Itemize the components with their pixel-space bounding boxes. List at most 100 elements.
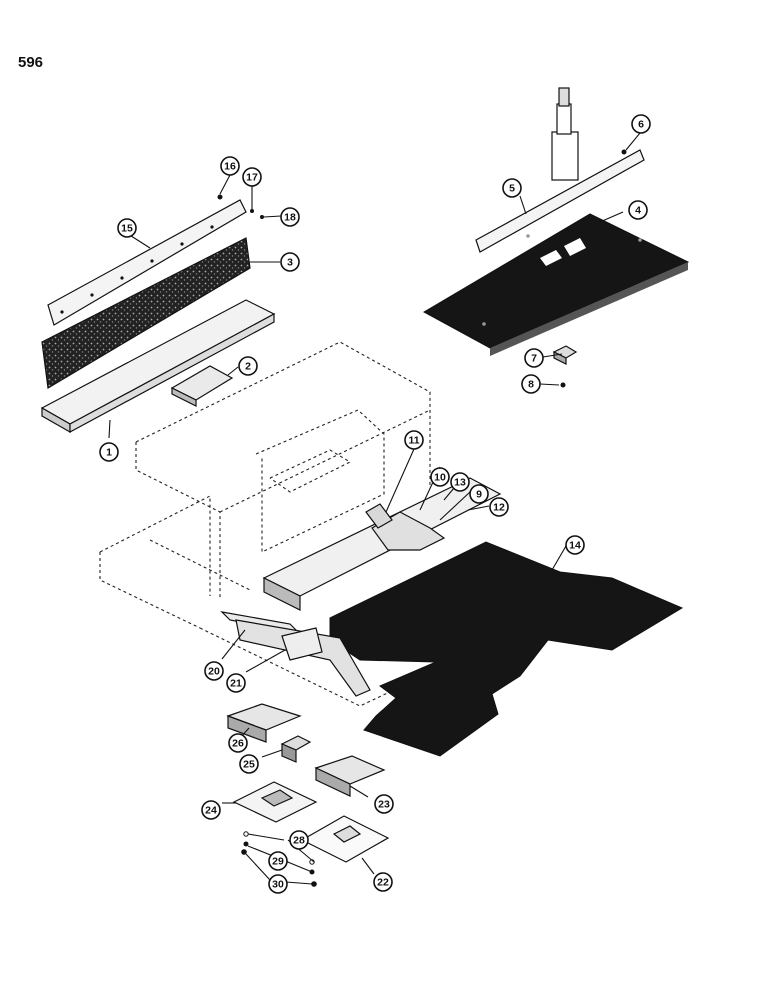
part-callouts: 1234567891011121314151617182021222324252… [99, 114, 651, 894]
callout-15: 15 [117, 218, 137, 238]
callout-9: 9 [469, 484, 489, 504]
part-22-plate [300, 815, 390, 863]
callout-23: 23 [374, 794, 394, 814]
callout-25: 25 [239, 754, 259, 774]
callout-22: 22 [373, 872, 393, 892]
callout-label: 1 [106, 447, 112, 459]
callout-2: 2 [238, 356, 258, 376]
callout-16: 16 [220, 156, 240, 176]
callout-label: 24 [205, 805, 217, 817]
part-14-floor-mat [329, 541, 684, 757]
callout-18: 18 [280, 207, 300, 227]
callout-circle [228, 733, 248, 753]
callout-label: 26 [232, 738, 244, 750]
callout-label: 5 [509, 183, 515, 195]
leader-lines [108, 132, 641, 885]
callout-circle [502, 178, 522, 198]
callout-label: 21 [230, 678, 242, 690]
callout-24: 24 [201, 800, 221, 820]
callout-8: 8 [521, 374, 541, 394]
callout-17: 17 [242, 167, 262, 187]
callout-label: 23 [378, 799, 390, 811]
callout-label: 9 [476, 489, 482, 501]
part-17-washer [250, 209, 254, 213]
callout-7: 7 [524, 348, 544, 368]
callout-circle [238, 356, 258, 376]
part-23-pad [314, 755, 386, 797]
callout-label: 13 [454, 477, 466, 489]
control-lever [551, 87, 579, 181]
part-15-retainer-strip [47, 199, 247, 326]
callout-label: 14 [569, 540, 581, 552]
callout-label: 11 [408, 435, 419, 447]
callout-30: 30 [268, 874, 288, 894]
part-18-nut [260, 215, 264, 219]
callout-label: 3 [287, 257, 293, 269]
callout-circle [469, 484, 489, 504]
callout-circle [268, 851, 288, 871]
callout-label: 16 [224, 161, 236, 173]
part-8-nut [560, 382, 566, 388]
part-26-pad [226, 703, 302, 743]
callout-label: 25 [243, 759, 255, 771]
callout-circle [430, 467, 450, 487]
callout-circle [373, 872, 393, 892]
part-21-strip [235, 619, 371, 697]
callout-circle [521, 374, 541, 394]
callout-circle [374, 794, 394, 814]
part-16-screw [217, 194, 223, 200]
part-25-block [280, 735, 312, 763]
part-24-cover-plate [232, 781, 318, 823]
page-number: 596 [18, 54, 44, 71]
callout-label: 7 [531, 353, 537, 365]
callout-circle [204, 661, 224, 681]
callout-circle [239, 754, 259, 774]
part-2-pad [170, 365, 234, 407]
callout-label: 17 [246, 172, 258, 184]
part-6-screw [621, 149, 627, 155]
callout-20: 20 [204, 661, 224, 681]
callout-13: 13 [450, 472, 470, 492]
callout-11: 11 [404, 430, 424, 450]
callout-circle [450, 472, 470, 492]
callout-circle [201, 800, 221, 820]
callout-circle [242, 167, 262, 187]
callout-label: 2 [245, 361, 251, 373]
callout-circle [489, 497, 509, 517]
callout-14: 14 [565, 535, 585, 555]
callout-label: 18 [284, 212, 296, 224]
callout-circle [99, 442, 119, 462]
callout-label: 22 [377, 877, 389, 889]
callout-circle [220, 156, 240, 176]
callout-circle [628, 200, 648, 220]
callout-circle [280, 252, 300, 272]
callout-label: 10 [434, 472, 446, 484]
callout-label: 20 [208, 666, 220, 678]
part-10-bracket [365, 503, 446, 551]
callout-circle [404, 430, 424, 450]
part-4-floor-plate [422, 213, 690, 356]
callout-circle [280, 207, 300, 227]
callout-1: 1 [99, 442, 119, 462]
part-1-board [40, 299, 276, 434]
callout-12: 12 [489, 497, 509, 517]
callout-label: 6 [638, 119, 644, 131]
callout-circle [226, 673, 246, 693]
callout-29: 29 [268, 851, 288, 871]
callout-label: 29 [272, 856, 284, 868]
part-5-angle-strip [475, 149, 645, 253]
callout-circle [268, 874, 288, 894]
callout-10: 10 [430, 467, 450, 487]
callout-4: 4 [628, 200, 648, 220]
callout-circle [117, 218, 137, 238]
callout-21: 21 [226, 673, 246, 693]
callout-circle [565, 535, 585, 555]
cab-frame-outline [99, 341, 501, 707]
callout-circle [524, 348, 544, 368]
callout-5: 5 [502, 178, 522, 198]
callout-6: 6 [631, 114, 651, 134]
part-30-nut [241, 849, 317, 887]
callout-label: 28 [293, 835, 305, 847]
callout-label: 15 [121, 223, 133, 235]
